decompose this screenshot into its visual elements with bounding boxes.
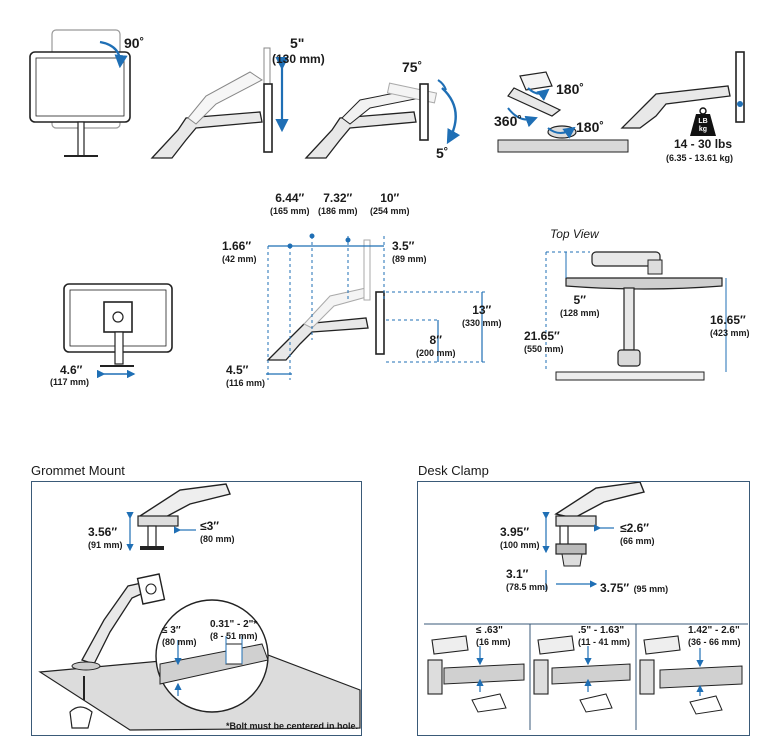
tilt-illustration: [304, 79, 461, 159]
clamp-panel-3-metric: (36 - 66 mm): [688, 637, 741, 647]
clamp-panel-2-metric: (11 - 41 mm): [578, 637, 631, 647]
clamp-panel-2-illustration: [533, 635, 631, 713]
top-view-d1-metric: (128 mm): [560, 308, 600, 318]
clamp-d1-group: 3.95″ (100 mm): [500, 526, 540, 550]
clamp-panel-3-label: 1.42" - 2.6" (36 - 66 mm): [688, 626, 741, 647]
weight-value-label: 14 - 30 lbs: [674, 137, 733, 151]
side-d4-value: 1.66″: [222, 239, 252, 253]
side-d8-value: 4.5″: [226, 363, 249, 377]
side-d7-value: 8″: [429, 333, 442, 347]
top-view-d2-group: 21.65″ (550 mm): [524, 330, 564, 354]
clamp-panel-3-value: 1.42" - 2.6": [688, 625, 740, 636]
swivel-illustration: [497, 71, 629, 153]
height-adjust-illustration: [150, 47, 289, 159]
grommet-d3-value: ≤ 3″: [162, 625, 181, 636]
desk-clamp-illustration: [424, 481, 748, 730]
top-view-d2-value: 21.65″: [524, 329, 560, 343]
weight-icon-text: LB kg: [698, 118, 708, 133]
side-d2-metric: (186 mm): [318, 206, 358, 216]
swivel-a-label: 180˚: [556, 81, 585, 97]
rotate-monitor-illustration: [29, 29, 131, 157]
front-width-value: 4.6″: [60, 363, 83, 377]
side-d5-group: 3.5″ (89 mm): [392, 240, 427, 264]
grommet-mount-illustration: [38, 483, 361, 731]
side-d6-metric: (330 mm): [462, 318, 502, 328]
clamp-d2-metric: (66 mm): [620, 536, 655, 546]
clamp-panel-1-label: ≤ .63" (16 mm): [476, 626, 511, 647]
clamp-d2-value: ≤2.6″: [620, 521, 650, 535]
side-d1-metric: (165 mm): [270, 206, 310, 216]
grommet-bolt-note: *Bolt must be centered in hole.: [226, 721, 359, 731]
clamp-d2-group: ≤2.6″ (66 mm): [620, 522, 655, 546]
top-view-d2-metric: (550 mm): [524, 344, 564, 354]
top-view-d3-group: 16.65″ (423 mm): [710, 314, 750, 338]
clamp-d1-metric: (100 mm): [500, 540, 540, 550]
clamp-d4-group: 3.75″ (95 mm): [600, 580, 668, 596]
side-d1-value: 6.44″: [275, 191, 305, 205]
grommet-d2-metric: (80 mm): [200, 534, 235, 544]
side-d8-metric: (116 mm): [226, 378, 266, 388]
side-d3-metric: (254 mm): [370, 206, 410, 216]
grommet-mount-title: Grommet Mount: [31, 463, 125, 478]
desk-clamp-title: Desk Clamp: [418, 463, 489, 478]
top-view-d1-value: 5″: [573, 293, 586, 307]
grommet-d3-group: ≤ 3″ (80 mm): [162, 626, 197, 647]
grommet-d1-metric: (91 mm): [88, 540, 123, 550]
clamp-panel-1-illustration: [427, 635, 525, 713]
tilt-up-label: 75˚: [402, 59, 423, 75]
side-d5-value: 3.5″: [392, 239, 415, 253]
height-metric-label: (130 mm): [272, 52, 325, 66]
side-d4-group: 1.66″ (42 mm): [222, 240, 257, 264]
desk-clamp-frame: [417, 481, 750, 736]
swivel-b-label: 360˚: [494, 113, 523, 129]
side-d7-group: 8″ (200 mm): [416, 334, 456, 358]
side-view-illustration: [266, 233, 486, 380]
grommet-d2-group: ≤3″ (80 mm): [200, 520, 235, 544]
clamp-d4-metric: (95 mm): [633, 584, 669, 594]
grommet-d2-value: ≤3″: [200, 519, 220, 533]
clamp-panel-3-illustration: [639, 635, 743, 715]
side-d6-group: 13″ (330 mm): [462, 304, 502, 328]
weight-metric-label: (6.35 - 13.61 kg): [666, 153, 734, 163]
side-d3-group: 10″ (254 mm): [370, 192, 410, 216]
weight-illustration: [620, 51, 745, 136]
clamp-d4-value: 3.75″: [600, 581, 630, 595]
side-d2-value: 7.32″: [323, 191, 353, 205]
side-d2-group: 7.32″ (186 mm): [318, 192, 358, 216]
front-view-illustration: [63, 283, 173, 379]
grommet-d4-metric: (8 - 51 mm): [210, 631, 258, 641]
side-d7-metric: (200 mm): [416, 348, 456, 358]
side-d3-value: 10″: [380, 191, 400, 205]
front-width-metric: (117 mm): [50, 377, 90, 387]
clamp-d1-value: 3.95″: [500, 525, 530, 539]
top-view-d3-value: 16.65″: [710, 313, 746, 327]
side-d8-group: 4.5″ (116 mm): [226, 364, 265, 388]
swivel-c-label: 180˚: [576, 119, 605, 135]
clamp-d3-value: 3.1″: [506, 567, 529, 581]
grommet-d3-metric: (80 mm): [162, 637, 197, 647]
rotate-angle-label: 90˚: [124, 35, 145, 51]
grommet-d1-value: 3.56″: [88, 525, 118, 539]
top-view-d3-metric: (423 mm): [710, 328, 750, 338]
side-d5-metric: (89 mm): [392, 254, 427, 264]
top-view-d1-group: 5″ (128 mm): [560, 294, 600, 318]
side-d4-metric: (42 mm): [222, 254, 257, 264]
height-value-label: 5": [290, 35, 305, 51]
tilt-down-label: 5˚: [436, 145, 449, 161]
top-view-title: Top View: [550, 227, 599, 241]
side-d6-value: 13″: [472, 303, 492, 317]
grommet-d1-group: 3.56″ (91 mm): [88, 526, 123, 550]
grommet-d4-value: 0.31" - 2"*: [210, 619, 258, 630]
clamp-d3-metric: (78.5 mm): [506, 582, 549, 592]
clamp-panel-1-value: ≤ .63": [476, 625, 503, 636]
side-d1-group: 6.44″ (165 mm): [270, 192, 310, 216]
clamp-d3-group: 3.1″ (78.5 mm): [506, 568, 548, 592]
clamp-panel-2-label: .5" - 1.63" (11 - 41 mm): [578, 626, 630, 647]
top-view-illustration: [545, 251, 727, 381]
grommet-mount-frame: [31, 481, 362, 736]
clamp-panel-1-metric: (16 mm): [476, 637, 511, 647]
grommet-d4-group: 0.31" - 2"* (8 - 51 mm): [210, 620, 258, 641]
clamp-panel-2-value: .5" - 1.63": [578, 625, 625, 636]
